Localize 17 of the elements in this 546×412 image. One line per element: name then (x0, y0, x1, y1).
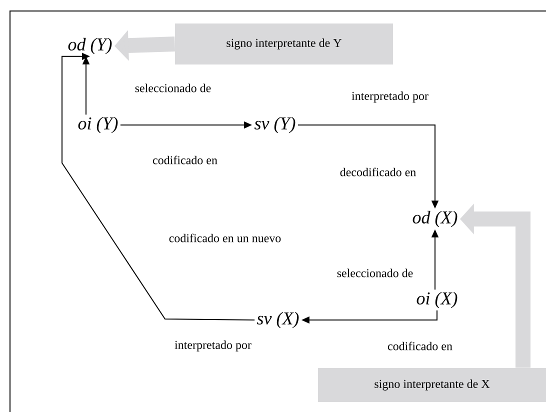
edge-label: seleccionado de (134, 82, 212, 94)
text-label: decodificado en (340, 168, 416, 176)
node-label: oi (X) (416, 292, 458, 308)
edge-label: interpretado por (174, 340, 252, 352)
text-label: codificado en un nuevo (169, 234, 281, 242)
edge-label: interpretado por (350, 90, 430, 104)
node-label: od (Y) (68, 38, 112, 54)
node-label: sv (Y) (254, 116, 296, 134)
arrow (62, 52, 256, 320)
edge-label: seleccionado de (336, 268, 414, 278)
node-label: sv (X) (256, 312, 299, 328)
label-box: signo interpretante de X (318, 368, 546, 402)
label-box: signo interpretante de Y (175, 24, 393, 64)
node-label: oi (Y) (78, 116, 118, 134)
edge-label: codificado en (152, 154, 218, 166)
node-label: od (X) (412, 210, 458, 228)
edge-label: codificado en (386, 340, 454, 352)
